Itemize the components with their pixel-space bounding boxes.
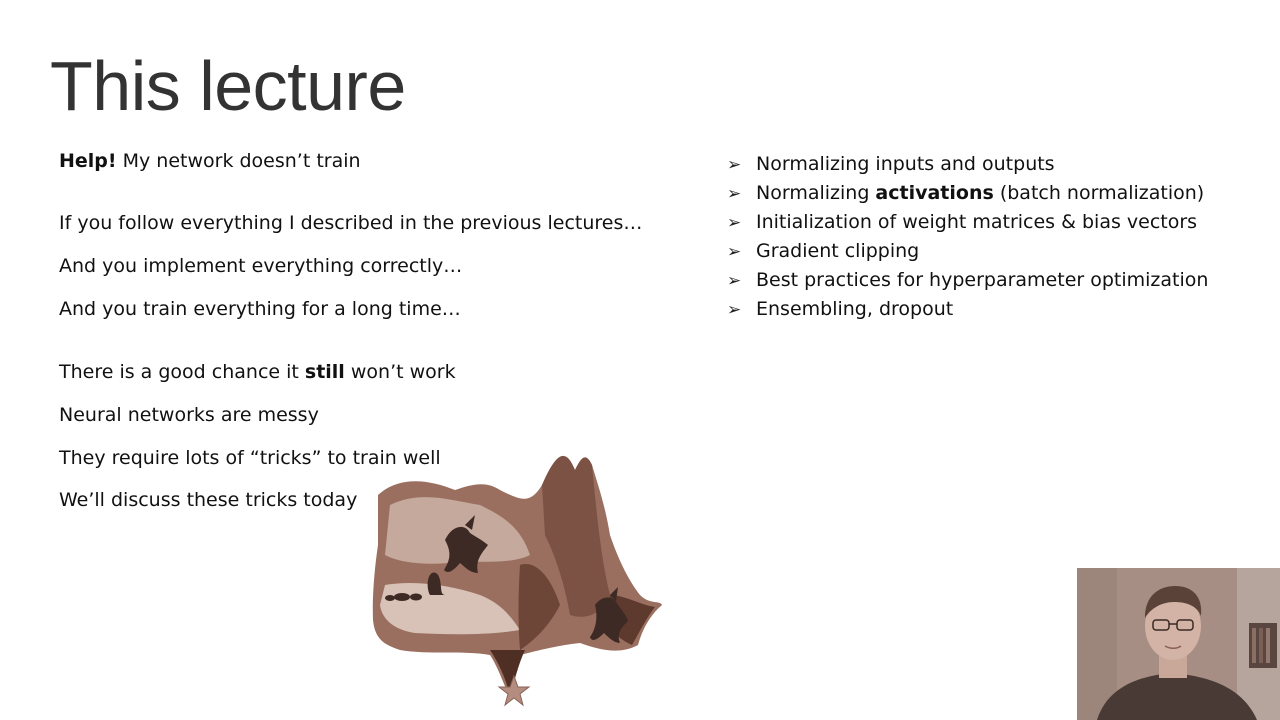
- topic-text: Ensembling, dropout: [756, 298, 954, 320]
- terrain-dip: [490, 650, 525, 695]
- tricks-line: They require lots of “tricks” to train w…: [59, 447, 441, 469]
- topic-item: ➢ Normalizing inputs and outputs: [727, 150, 1267, 179]
- arrow-bullet-icon: ➢: [727, 155, 742, 175]
- help-bold: Help!: [59, 150, 117, 172]
- help-rest: My network doesn’t train: [116, 150, 361, 172]
- arrow-bullet-icon: ➢: [727, 213, 742, 233]
- messy-line: Neural networks are messy: [59, 404, 319, 426]
- arrow-bullet-icon: ➢: [727, 184, 742, 204]
- arrow-bullet-icon: ➢: [727, 271, 742, 291]
- topic-item: ➢ Ensembling, dropout: [727, 295, 1267, 324]
- topic-text: Gradient clipping: [756, 240, 920, 262]
- help-line: Help! My network doesn’t train: [59, 150, 361, 172]
- topic-text: Best practices for hyperparameter optimi…: [756, 269, 1209, 291]
- slide-title: This lecture: [50, 47, 406, 125]
- loss-landscape-illustration: [372, 455, 662, 707]
- chance-bold: still: [304, 361, 345, 383]
- dragon-icon: [590, 587, 628, 643]
- chance-post: won’t work: [344, 361, 456, 383]
- topic-text: (batch normalization): [993, 182, 1205, 204]
- topic-bold: activations: [875, 182, 994, 204]
- arrow-bullet-icon: ➢: [727, 300, 742, 320]
- topic-item: ➢ Normalizing activations (batch normaliz…: [727, 179, 1267, 208]
- arrow-bullet-icon: ➢: [727, 242, 742, 262]
- topic-text: Normalizing inputs and outputs: [756, 153, 1055, 175]
- star-icon: [497, 674, 531, 707]
- chance-line: There is a good chance it still won’t wo…: [59, 361, 456, 383]
- topic-item: ➢ Gradient clipping: [727, 237, 1267, 266]
- implement-line: And you implement everything correctly…: [59, 255, 463, 277]
- chance-pre: There is a good chance it: [59, 361, 305, 383]
- topic-text: Normalizing: [756, 182, 876, 204]
- topic-item: ➢ Best practices for hyperparameter optim…: [727, 266, 1267, 295]
- terrain-shadow: [518, 564, 560, 650]
- topic-text: Initialization of weight matrices & bias…: [756, 211, 1198, 233]
- train-line: And you train everything for a long time…: [59, 298, 461, 320]
- tall-peak: [542, 455, 610, 617]
- presenter-video: [1077, 568, 1280, 720]
- discuss-line: We’ll discuss these tricks today: [59, 489, 358, 511]
- follow-line: If you follow everything I described in …: [59, 212, 643, 234]
- dragon-icon: [444, 515, 488, 573]
- sea-serpent-icon: [385, 572, 446, 601]
- webcam-feed: [1077, 568, 1280, 720]
- topic-item: ➢ Initialization of weight matrices & bia…: [727, 208, 1267, 237]
- topic-bullet-list: ➢ Normalizing inputs and outputs ➢ Normali…: [727, 150, 1267, 324]
